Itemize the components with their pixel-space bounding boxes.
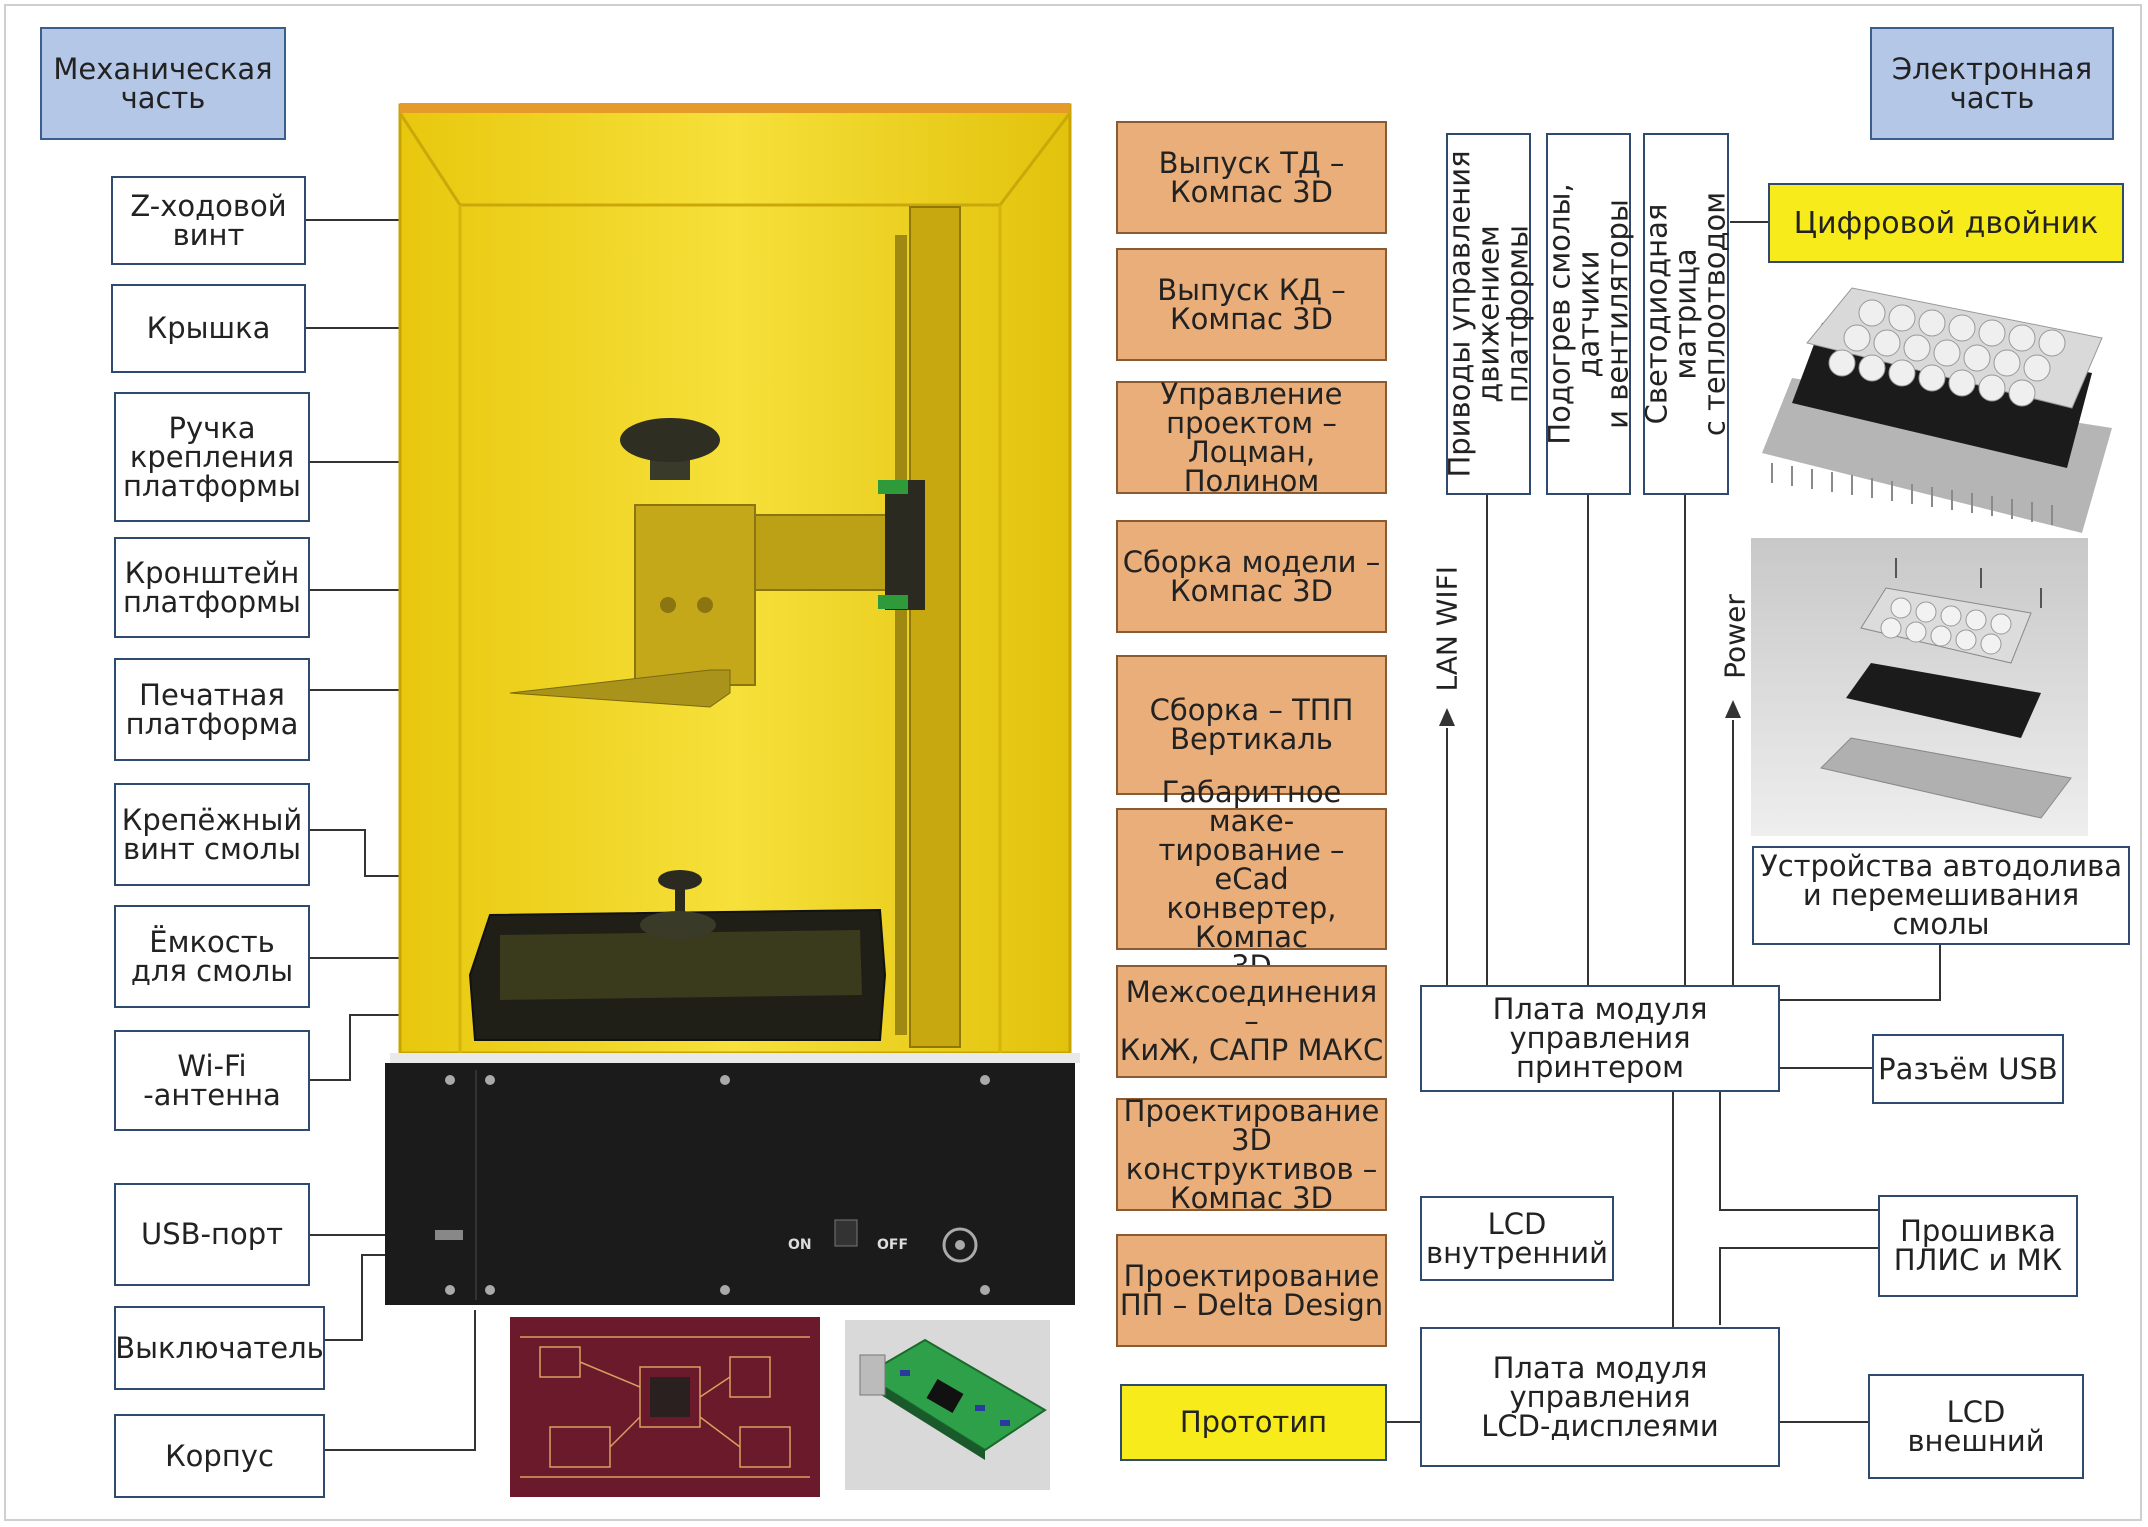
prototype-box: Прототип xyxy=(1120,1384,1387,1461)
led-matrix-exploded-image xyxy=(1751,538,2088,836)
firmware-box: Прошивка ПЛИС и МК xyxy=(1878,1195,2078,1297)
process-kd-release: Выпуск КД – Компас 3D xyxy=(1116,248,1387,361)
pcb-layout-image xyxy=(510,1317,820,1497)
process-dimensional-mockup: Габаритное маке- тирование – eCad конвер… xyxy=(1116,777,1387,980)
label-resin-vat: Ёмкость для смолы xyxy=(114,905,310,1008)
autofill-devices-box: Устройства автодолива и перемешивания см… xyxy=(1752,846,2130,945)
platform-drives-label: Приводы управления движением платформы xyxy=(1442,150,1534,478)
process-project-management: Управление проектом – Лоцман, Полином xyxy=(1116,379,1387,495)
label-platform-bracket: Кронштейн платформы xyxy=(114,537,310,638)
diagram-frame xyxy=(4,4,2142,1521)
label-usb-port: USB-порт xyxy=(114,1183,310,1286)
process-pcb-design: Проектирование ПП – Delta Design xyxy=(1116,1234,1387,1347)
process-interconnections: Межсоединения – КиЖ, САПР МАКС xyxy=(1116,965,1387,1078)
usb-port-icon xyxy=(435,1230,463,1240)
lcd-control-board-box: Плата модуля управления LCD-дисплеями xyxy=(1420,1327,1780,1467)
label-z-lead-screw: Z-ходовой винт xyxy=(111,176,306,265)
power-label: Power xyxy=(1718,594,1752,679)
resin-heating-box: Подогрев смолы, датчики и вентиляторы xyxy=(1542,133,1634,495)
process-3d-design: Проектирование 3D конструктивов – Компас… xyxy=(1116,1096,1387,1212)
printer-control-board-box: Плата модуля управления принтером xyxy=(1420,985,1780,1092)
digital-twin-box: Цифровой двойник xyxy=(1768,183,2124,263)
label-print-platform: Печатная платформа xyxy=(114,658,310,761)
process-assembly-tpp: Сборка – ТПП Вертикаль xyxy=(1116,655,1387,795)
usb-connector-box: Разъём USB xyxy=(1872,1034,2064,1104)
resin-heating-label: Подогрев смолы, датчики и вентиляторы xyxy=(1542,183,1634,445)
label-cover: Крышка xyxy=(111,284,306,373)
led-matrix-render-image xyxy=(1762,287,2112,533)
label-switch: Выключатель xyxy=(114,1306,325,1390)
electronic-part-header: Электронная часть xyxy=(1870,27,2114,140)
led-matrix-label: Светодиодная матрица с теплоотводом xyxy=(1639,191,1732,437)
switch-off-label: OFF xyxy=(877,1237,909,1253)
process-model-assembly: Сборка модели – Компас 3D xyxy=(1116,520,1387,633)
process-td-release: Выпуск ТД – Компас 3D xyxy=(1116,121,1387,234)
lcd-internal-box: LCD внутренний xyxy=(1420,1196,1614,1281)
mechanical-part-header: Механическая часть xyxy=(40,27,286,140)
lan-wifi-label: LAN WIFI xyxy=(1430,565,1464,692)
label-wifi-antenna: Wi-Fi -антенна xyxy=(114,1030,310,1131)
label-platform-knob: Ручка крепления платформы xyxy=(114,392,310,522)
board-3d-render-image xyxy=(845,1320,1050,1490)
switch-on-label: ON xyxy=(788,1237,812,1253)
lcd-external-box: LCD внешний xyxy=(1868,1374,2084,1479)
platform-drives-box: Приводы управления движением платформы xyxy=(1442,133,1534,495)
led-matrix-box: Светодиодная матрица с теплоотводом xyxy=(1639,133,1732,495)
label-housing: Корпус xyxy=(114,1414,325,1498)
label-resin-screw: Крепёжный винт смолы xyxy=(114,783,310,886)
printer-illustration xyxy=(385,103,1080,1305)
